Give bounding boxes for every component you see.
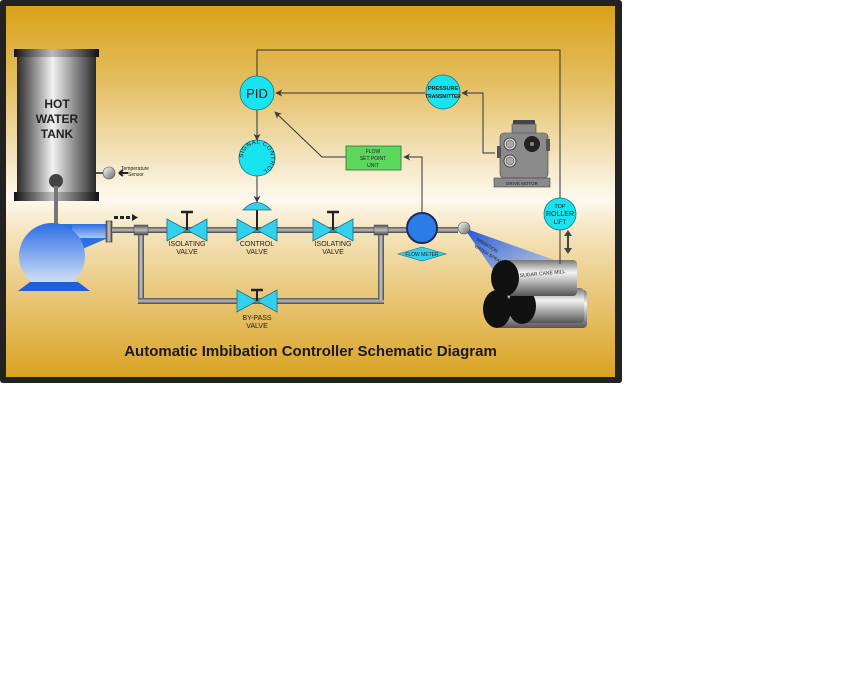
pressure-transmitter[interactable]: PRESSURE TRANSMITTER	[425, 74, 461, 110]
bypass-pipe-left	[138, 230, 144, 298]
pump	[18, 223, 108, 291]
isolating-valve-1[interactable]: ISOLATING VALVE	[166, 210, 208, 256]
flow-meter[interactable]: FLOW METER	[396, 212, 448, 262]
tee-fitting-left	[133, 224, 149, 236]
tank-label-line-2: WATER	[36, 112, 79, 126]
spray-nozzle-icon	[457, 221, 471, 235]
isolating-valve-1-label-2: VALVE	[176, 249, 198, 256]
pressure-transmitter-label-2: TRANSMITTER	[425, 94, 461, 100]
mill-label: SUGAR CANE MILL	[520, 269, 566, 279]
isolating-valve-1-label-1: ISOLATING	[169, 241, 206, 248]
bypass-valve-label-1: BY-PASS	[242, 315, 272, 322]
tank-label-line-3: TANK	[41, 127, 74, 141]
temperature-sensor-icon	[102, 166, 116, 180]
flow-setpoint-label-3: UNIT	[367, 163, 379, 169]
flow-setpoint-label-1: FLOW	[366, 149, 381, 155]
top-roller-lift[interactable]: TOP ROLLER LIFT	[543, 197, 577, 231]
double-arrow-icon	[564, 230, 572, 254]
isolating-valve-2-label-2: VALVE	[322, 249, 344, 256]
flow-setpoint-unit[interactable]: FLOW SET POINT UNIT	[345, 145, 402, 171]
temperature-sensor-label-1: Temperature	[121, 166, 149, 172]
diagram-title: Automatic Imbibation Controller Schemati…	[124, 343, 497, 360]
top-roller-lift-label-1: TOP	[554, 204, 566, 210]
bypass-pipe-right	[378, 230, 384, 300]
isolating-valve-2-label-1: ISOLATING	[315, 241, 352, 248]
control-valve[interactable]: CONTROL VALVE	[236, 202, 278, 257]
actuator-icon	[242, 202, 272, 211]
isolating-valve-2[interactable]: ISOLATING VALVE	[312, 210, 354, 256]
pressure-transmitter-label-1: PRESSURE	[428, 86, 459, 92]
bypass-valve-label-2: VALVE	[246, 323, 268, 330]
mill-rollers: SUGAR CANE MILL	[483, 260, 587, 328]
top-roller-lift-label-3: LIFT	[554, 220, 567, 226]
tee-fitting-right	[373, 224, 389, 236]
temperature-sensor: Temperature Sensor	[96, 166, 149, 180]
top-roller-lift-label-2: ROLLER	[546, 211, 574, 218]
tank-label-line-1: HOT	[44, 97, 70, 111]
signal-control[interactable]: SIGNAL CONTROL	[238, 139, 276, 177]
temperature-sensor-label-2: Sensor	[128, 172, 144, 178]
gearbox-label: DRIVE MOTOR	[506, 181, 538, 186]
flow-setpoint-label-2: SET POINT	[360, 156, 386, 162]
signal-lines	[253, 49, 561, 212]
flow-direction-arrow-icon	[114, 214, 138, 221]
control-valve-label-2: VALVE	[246, 249, 268, 256]
control-valve-label-1: CONTROL	[240, 241, 274, 248]
drive-gearbox: DRIVE MOTOR	[493, 120, 551, 188]
pump-outlet-flange	[105, 220, 113, 243]
tank-outlet-pipe	[54, 186, 58, 224]
flow-meter-label: FLOW METER	[405, 252, 439, 258]
pid-controller[interactable]: PID	[239, 75, 275, 111]
hot-water-tank: HOT WATER TANK	[14, 49, 99, 201]
pid-label: PID	[246, 86, 268, 101]
bypass-valve[interactable]: BY-PASS VALVE	[236, 288, 278, 330]
arrow-left-icon	[118, 169, 128, 177]
